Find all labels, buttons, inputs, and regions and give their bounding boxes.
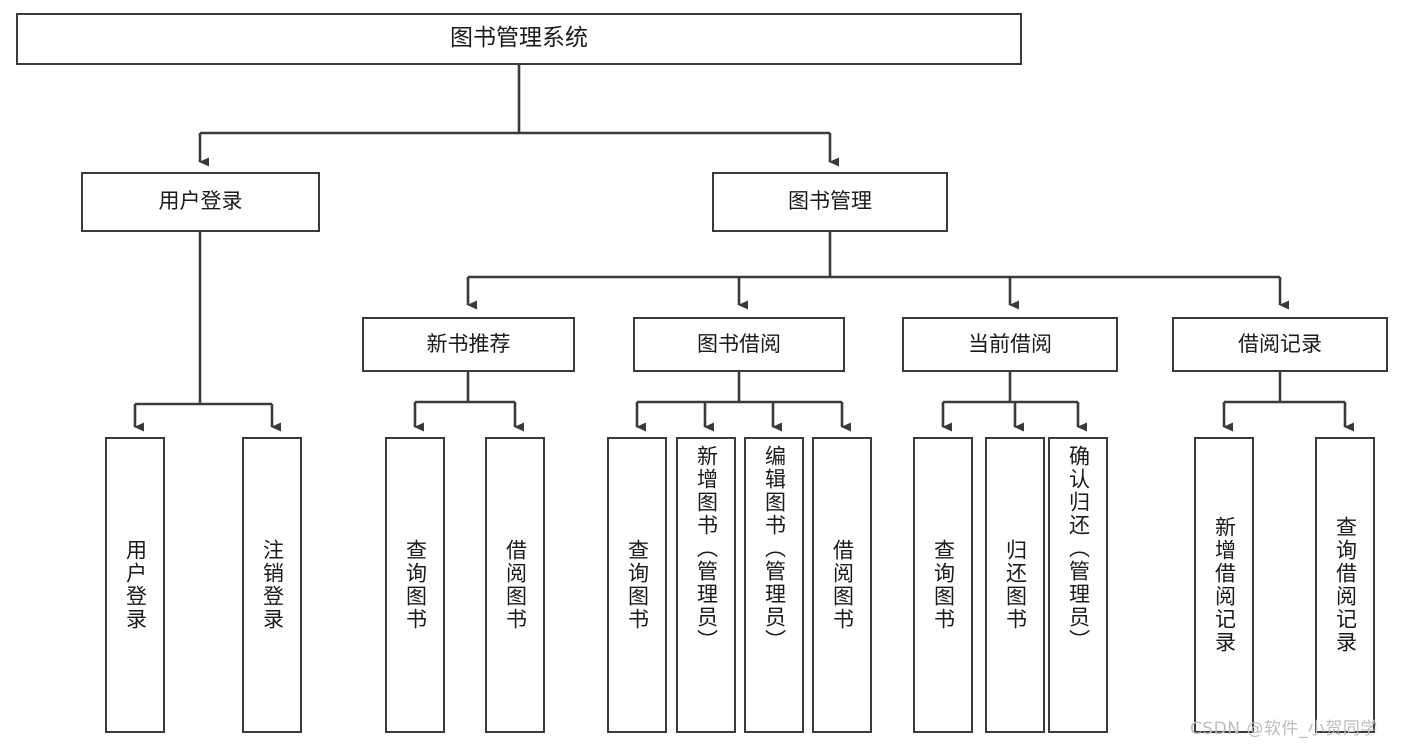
node-label: 图书管理 bbox=[788, 189, 872, 214]
leaf-query-book-recommend[interactable]: 查询图书 bbox=[385, 437, 445, 733]
node-label: 确认归还（管理员） bbox=[1066, 445, 1091, 652]
leaf-borrow-book-recommend[interactable]: 借阅图书 bbox=[485, 437, 545, 733]
node-root-system[interactable]: 图书管理系统 bbox=[16, 13, 1022, 65]
leaf-add-book-admin[interactable]: 新增图书（管理员） bbox=[676, 437, 736, 733]
node-label: 新书推荐 bbox=[426, 331, 511, 356]
node-label: 编辑图书（管理员） bbox=[762, 445, 787, 652]
leaf-edit-book-admin[interactable]: 编辑图书（管理员） bbox=[744, 437, 804, 733]
node-label: 归还图书 bbox=[1003, 539, 1028, 631]
leaf-query-book-current[interactable]: 查询图书 bbox=[913, 437, 973, 733]
leaf-confirm-return-admin[interactable]: 确认归还（管理员） bbox=[1048, 437, 1108, 733]
node-current-borrow[interactable]: 当前借阅 bbox=[902, 317, 1118, 372]
node-label: 查询借阅记录 bbox=[1333, 516, 1358, 654]
node-book-management[interactable]: 图书管理 bbox=[712, 172, 948, 232]
node-label: 用户登录 bbox=[158, 189, 243, 214]
leaf-add-borrow-record[interactable]: 新增借阅记录 bbox=[1194, 437, 1254, 733]
leaf-return-book[interactable]: 归还图书 bbox=[985, 437, 1045, 733]
leaf-user-login[interactable]: 用户登录 bbox=[105, 437, 165, 733]
watermark: CSDN @软件_小贺同学 bbox=[1190, 719, 1378, 739]
node-borrow-record[interactable]: 借阅记录 bbox=[1172, 317, 1388, 372]
node-label: 图书借阅 bbox=[697, 331, 781, 356]
node-label: 借阅图书 bbox=[503, 539, 528, 631]
node-label: 新增借阅记录 bbox=[1212, 516, 1237, 654]
node-label: 图书管理系统 bbox=[450, 25, 588, 52]
leaf-borrow-book[interactable]: 借阅图书 bbox=[812, 437, 872, 733]
node-label: 用户登录 bbox=[123, 539, 148, 631]
node-new-book-recommend[interactable]: 新书推荐 bbox=[362, 317, 575, 372]
node-label: 查询图书 bbox=[403, 539, 428, 631]
node-book-borrow[interactable]: 图书借阅 bbox=[633, 317, 845, 372]
node-label: 注销登录 bbox=[260, 539, 285, 631]
node-label: 新增图书（管理员） bbox=[694, 445, 719, 652]
node-label: 借阅图书 bbox=[830, 539, 855, 631]
leaf-logout[interactable]: 注销登录 bbox=[242, 437, 302, 733]
node-user-login[interactable]: 用户登录 bbox=[81, 172, 320, 232]
node-label: 查询图书 bbox=[625, 539, 650, 631]
node-label: 当前借阅 bbox=[968, 331, 1052, 356]
node-label: 借阅记录 bbox=[1238, 331, 1322, 356]
leaf-query-borrow-record[interactable]: 查询借阅记录 bbox=[1315, 437, 1375, 733]
leaf-query-book-borrow[interactable]: 查询图书 bbox=[607, 437, 667, 733]
node-label: 查询图书 bbox=[931, 539, 956, 631]
